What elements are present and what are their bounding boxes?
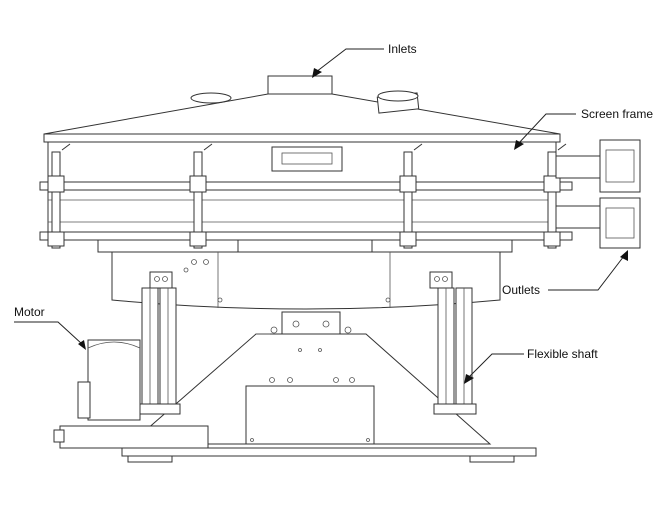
outlets-spouts	[555, 139, 641, 249]
callout-outlets: Outlets	[502, 250, 628, 297]
top-cover	[43, 75, 561, 143]
callout-motor: Motor	[14, 305, 86, 350]
label-inlets: Inlets	[388, 42, 417, 56]
label-outlets: Outlets	[502, 283, 540, 297]
callout-flexible-shaft: Flexible shaft	[464, 347, 598, 384]
screen-frame-body	[39, 141, 573, 253]
label-flexible-shaft: Flexible shaft	[527, 347, 598, 361]
label-motor: Motor	[14, 305, 45, 319]
frame-clamps	[47, 143, 567, 249]
callout-screen-frame: Screen frame	[514, 107, 653, 150]
callout-inlets: Inlets	[312, 42, 417, 78]
base-cone	[128, 311, 492, 445]
label-screen-frame: Screen frame	[581, 107, 653, 121]
motor-unit	[53, 339, 209, 449]
base-plate	[121, 447, 537, 463]
